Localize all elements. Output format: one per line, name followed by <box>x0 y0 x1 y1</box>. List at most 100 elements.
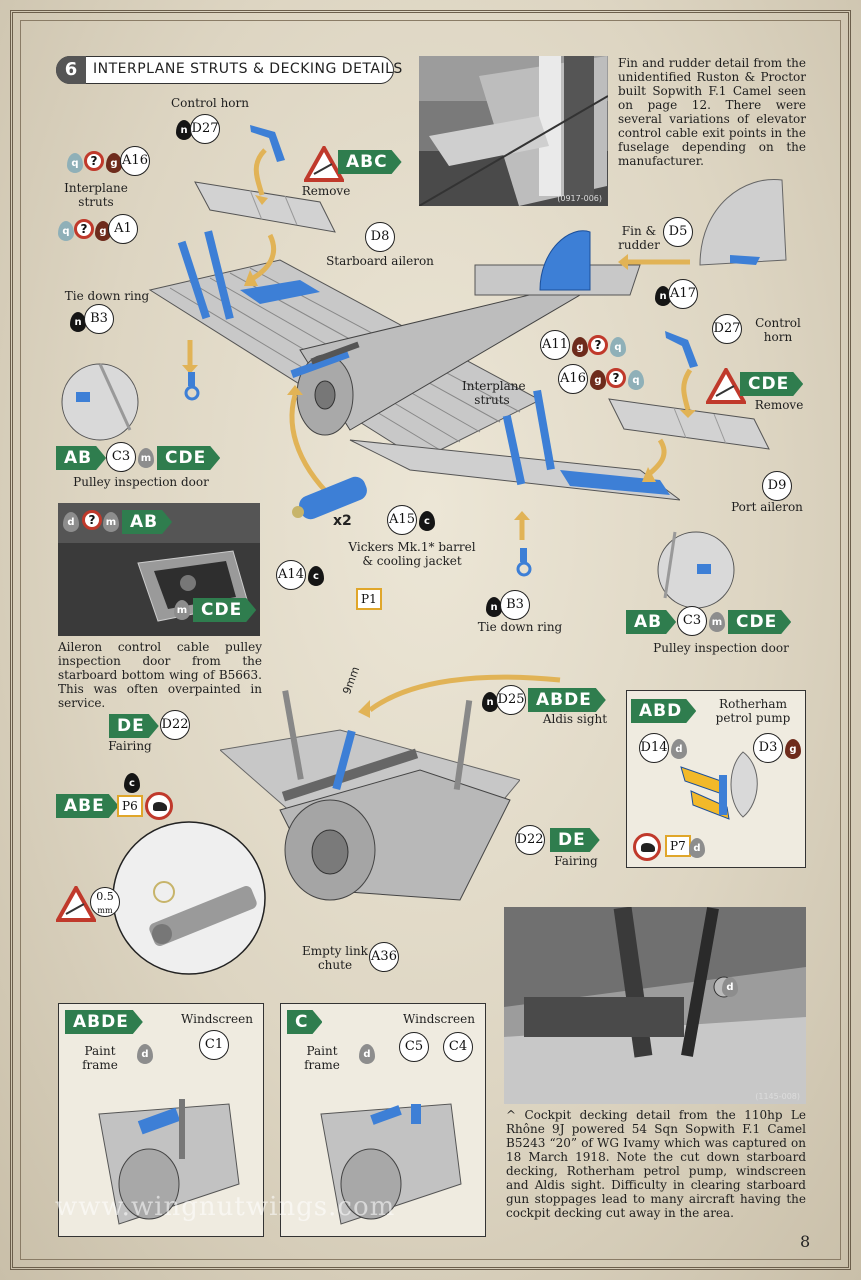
pulley-door-detail-left <box>61 363 139 441</box>
part-d27-2: D27 <box>712 314 742 344</box>
tie-down-ring-label-1: Tie down ring <box>64 289 150 303</box>
part-b3-1: B3 <box>84 304 114 334</box>
fin-rudder-photo-image <box>419 56 608 206</box>
paint-m-icon: m <box>103 512 119 532</box>
thickness-0-5mm: 0.5 mm <box>90 887 120 917</box>
page-border-inner <box>20 20 841 1260</box>
aldis-sight-label: Aldis sight <box>542 712 608 726</box>
paint-q-icon: q <box>610 337 626 357</box>
interplane-struts-label-2: Interplane struts <box>462 379 526 407</box>
variant-tag-abc: ABC <box>338 150 402 174</box>
paint-d-icon: d <box>63 512 79 532</box>
paint-q-icon: q <box>58 221 74 241</box>
starboard-aileron-label: Starboard aileron <box>326 254 434 268</box>
photo-id: (1145-008) <box>755 1092 800 1101</box>
empty-link-chute-label: Empty link chute <box>302 944 368 972</box>
photo-etch-p1: P1 <box>356 588 382 610</box>
rotherham-pump-part <box>680 751 758 820</box>
windscreen-label-2: Windscreen <box>403 1012 475 1026</box>
vickers-label: Vickers Mk.1* barrel & cooling jacket <box>348 540 476 568</box>
variant-tag-ab-1: AB <box>56 446 106 470</box>
part-c3-2: C3 <box>677 606 707 636</box>
part-b3-2: B3 <box>500 590 530 620</box>
variant-tag-cde-4: CDE <box>728 610 791 634</box>
part-d14: D14 <box>639 733 669 763</box>
variant-tag-cde-3: CDE <box>193 598 256 622</box>
fin-rudder-label: Fin & rudder <box>618 224 660 252</box>
paint-n-icon: n <box>70 312 86 332</box>
pulley-door-label-1: Pulley inspection door <box>73 475 209 489</box>
paint-g-icon: g <box>572 337 588 357</box>
part-a17: A17 <box>668 279 698 309</box>
windscreen-inset-2: C Windscreen Paint frame d C5 C4 <box>280 1003 486 1237</box>
paint-g-icon: g <box>95 221 111 241</box>
part-a11: A11 <box>540 330 570 360</box>
part-c4: C4 <box>443 1032 473 1062</box>
photo-etch-p6: P6 <box>117 795 143 817</box>
difficulty-elephant-icon <box>633 833 661 861</box>
optional-paint-icon: ? <box>74 219 94 239</box>
paint-d-icon: d <box>671 739 687 759</box>
windscreen-label-1: Windscreen <box>181 1012 253 1026</box>
pulley-door-label-2: Pulley inspection door <box>653 641 789 655</box>
part-c5: C5 <box>399 1032 429 1062</box>
part-c3-1: C3 <box>106 442 136 472</box>
paint-n-icon: n <box>176 120 192 140</box>
optional-paint-icon: ? <box>82 510 102 530</box>
step-number: 6 <box>56 56 86 84</box>
remove-label-2: Remove <box>754 398 804 412</box>
tie-down-ring-part-2 <box>516 548 532 577</box>
control-horn-label-2: Control horn <box>755 316 801 344</box>
windscreen-drawing-1 <box>98 1099 240 1225</box>
difficulty-elephant-icon <box>145 792 173 820</box>
cut-warning-icon <box>706 368 746 404</box>
starboard-aileron-drawing <box>194 181 336 233</box>
control-horn-label-1: Control horn <box>171 96 249 110</box>
optional-paint-icon: ? <box>606 368 626 388</box>
variant-tag-de-1: DE <box>109 714 159 738</box>
step-header: 6 INTERPLANE STRUTS & DECKING DETAILS <box>56 56 402 84</box>
cockpit-detail-illustration <box>220 690 520 901</box>
variant-tag-abde-windscreen: ABDE <box>65 1010 143 1034</box>
fin-rudder-photo: (0917-006) <box>419 56 608 206</box>
paint-g-icon: g <box>590 370 606 390</box>
part-d22-1: D22 <box>160 710 190 740</box>
watermark: www.wingnutwings.com <box>55 1192 396 1222</box>
variant-tag-cde-1: CDE <box>740 372 803 396</box>
part-d9: D9 <box>762 471 792 501</box>
part-a36: A36 <box>369 942 399 972</box>
page-border <box>10 10 851 1270</box>
port-aileron-drawing <box>608 398 770 450</box>
interplane-struts-label-1: Interplane struts <box>64 181 128 209</box>
pulley-door-detail-right <box>657 531 735 609</box>
optional-paint-icon: ? <box>84 151 104 171</box>
paint-m-icon: m <box>174 600 190 620</box>
variant-tag-abd: ABD <box>631 699 696 723</box>
vickers-barrel-part <box>292 476 367 520</box>
part-d3: D3 <box>753 733 783 763</box>
tie-down-ring-part-1 <box>184 372 200 401</box>
photo-id: (0917-006) <box>557 194 602 203</box>
paint-q-icon: q <box>628 370 644 390</box>
paint-n-icon: n <box>482 692 498 712</box>
tie-down-ring-label-2: Tie down ring <box>477 620 563 634</box>
rotherham-pump-inset: ABD Rotherham petrol pump D14 d D3 g P7 … <box>626 690 806 868</box>
variant-tag-c-windscreen: C <box>287 1010 322 1034</box>
step-title: INTERPLANE STRUTS & DECKING DETAILS <box>93 61 403 77</box>
cut-warning-icon <box>56 886 96 922</box>
fairing-label-2: Fairing <box>554 854 598 868</box>
camel-main-illustration <box>148 230 680 501</box>
part-d22-2: D22 <box>515 825 545 855</box>
fin-rudder-part <box>699 178 787 266</box>
gun-muzzle-detail <box>112 821 266 975</box>
control-horn-part-1 <box>250 125 285 162</box>
optional-paint-icon: ? <box>588 335 608 355</box>
part-a15: A15 <box>387 505 417 535</box>
windscreen-inset-1: ABDE Windscreen Paint frame d C1 <box>58 1003 264 1237</box>
part-a14: A14 <box>276 560 306 590</box>
cockpit-decking-photo: d (1145-008) <box>504 907 806 1104</box>
paint-d-icon: d <box>137 1044 153 1064</box>
windscreen-drawing-2 <box>320 1103 462 1225</box>
thickness-value: 0.5 <box>96 890 114 903</box>
